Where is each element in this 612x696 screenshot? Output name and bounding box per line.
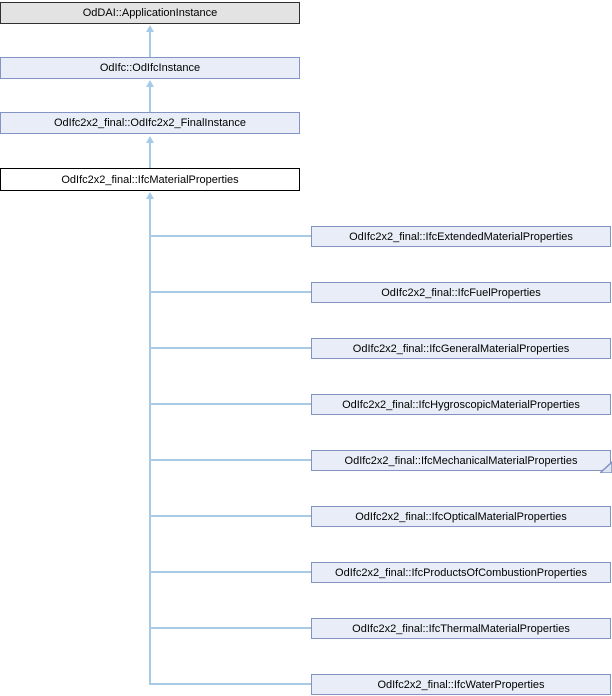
node-oddai-application-instance[interactable]: OdDAI::ApplicationInstance — [0, 2, 300, 24]
node-ifc-hygroscopic-material-properties[interactable]: OdIfc2x2_final::IfcHygroscopicMaterialPr… — [311, 394, 611, 415]
node-odifc-odifc-instance[interactable]: OdIfc::OdIfcInstance — [0, 57, 300, 79]
node-ifc-material-properties: OdIfc2x2_final::IfcMaterialProperties — [0, 168, 300, 191]
node-ifc-water-properties[interactable]: OdIfc2x2_final::IfcWaterProperties — [311, 674, 611, 695]
connector-line — [150, 571, 311, 573]
connector-line — [150, 347, 311, 349]
inheritance-arrow-icon — [146, 136, 154, 143]
node-ifc-products-of-combustion-properties[interactable]: OdIfc2x2_final::IfcProductsOfCombustionP… — [311, 562, 611, 583]
connector-line — [150, 235, 311, 237]
connector-line — [149, 30, 151, 57]
inheritance-arrow-icon — [146, 192, 154, 199]
node-ifc-optical-material-properties[interactable]: OdIfc2x2_final::IfcOpticalMaterialProper… — [311, 506, 611, 527]
inheritance-arrow-icon — [146, 80, 154, 87]
node-odifc2x2-final-instance[interactable]: OdIfc2x2_final::OdIfc2x2_FinalInstance — [0, 112, 300, 134]
node-label: OdIfc2x2_final::IfcMechanicalMaterialPro… — [344, 454, 578, 467]
node-ifc-extended-material-properties[interactable]: OdIfc2x2_final::IfcExtendedMaterialPrope… — [311, 226, 611, 247]
node-ifc-fuel-properties[interactable]: OdIfc2x2_final::IfcFuelProperties — [311, 282, 611, 303]
node-ifc-mechanical-material-properties[interactable]: OdIfc2x2_final::IfcMechanicalMaterialPro… — [311, 450, 612, 473]
connector-line — [150, 291, 311, 293]
connector-line — [149, 141, 151, 168]
inheritance-arrow-icon — [146, 25, 154, 32]
connector-line — [150, 459, 311, 461]
has-subclasses-fold-icon — [600, 461, 612, 473]
connector-line — [150, 515, 311, 517]
connector-line — [150, 403, 311, 405]
connector-line — [150, 627, 311, 629]
connector-line — [150, 683, 311, 685]
connector-trunk-line — [149, 197, 151, 685]
connector-line — [149, 85, 151, 112]
node-ifc-general-material-properties[interactable]: OdIfc2x2_final::IfcGeneralMaterialProper… — [311, 338, 611, 359]
node-ifc-thermal-material-properties[interactable]: OdIfc2x2_final::IfcThermalMaterialProper… — [311, 618, 611, 639]
